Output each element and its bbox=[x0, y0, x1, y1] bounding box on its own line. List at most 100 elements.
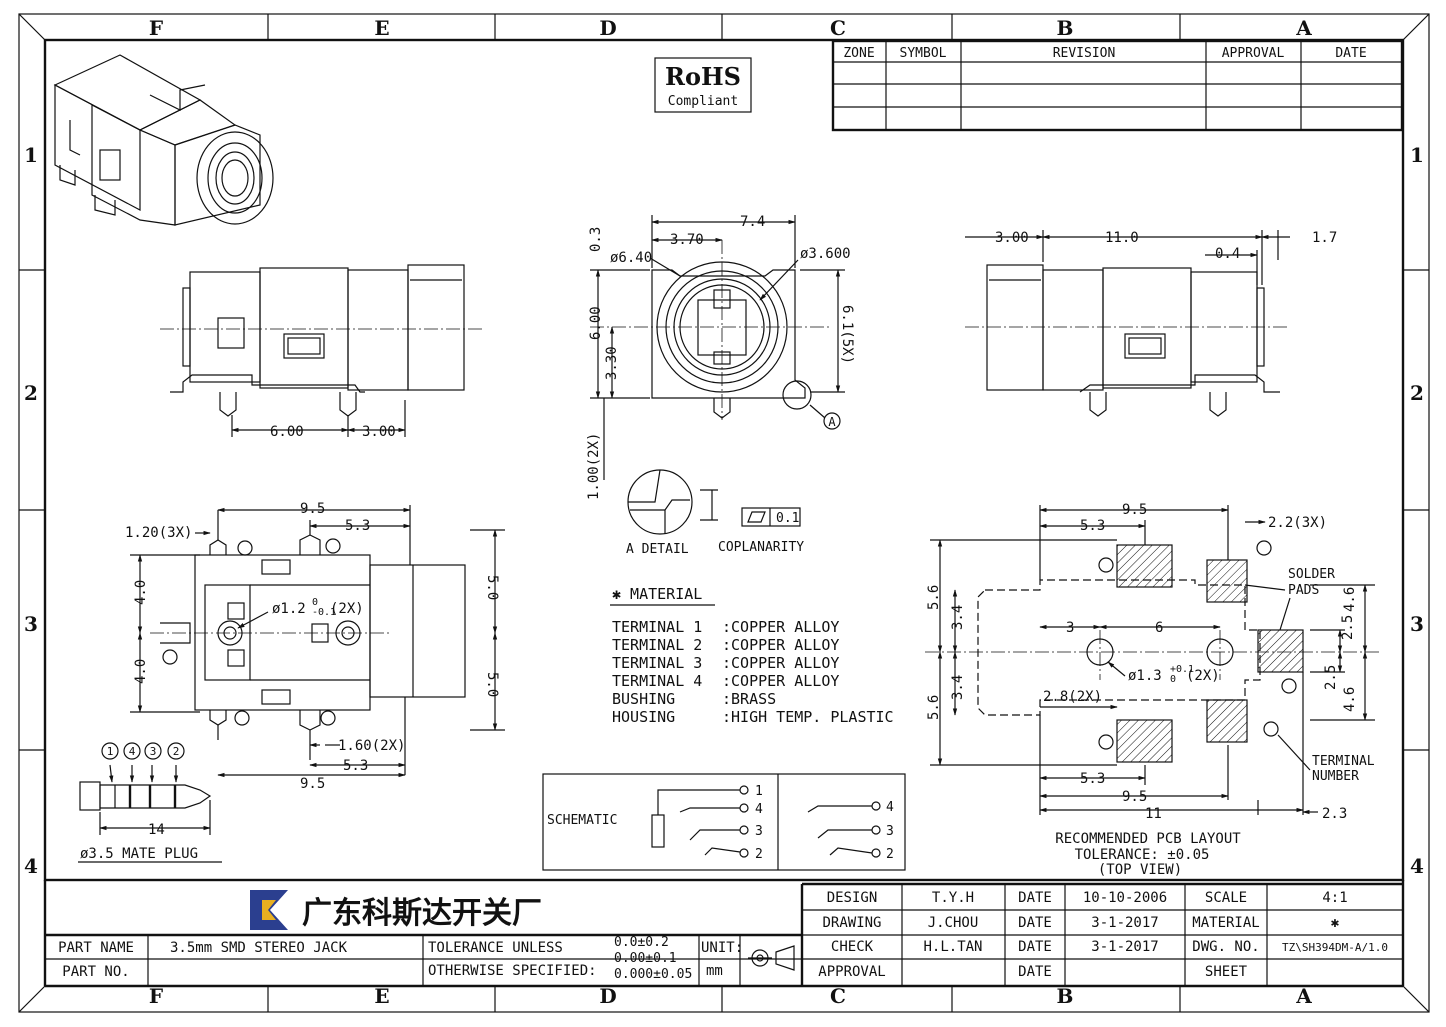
pcb-dim-hole: ø1.3 bbox=[1128, 668, 1162, 684]
dim-top-tol-dn: -0.1 bbox=[312, 607, 336, 618]
schematic2-pin-3: 3 bbox=[886, 824, 894, 839]
pcb-dim-2-3: 2.3 bbox=[1322, 806, 1347, 822]
pcb-tol-up: +0.1 bbox=[1170, 664, 1194, 675]
solder-label: SOLDER bbox=[1288, 567, 1335, 582]
end-view: A 7.4 3.70 ø6.40 ø3.600 6.00 3.30 0.3 6.… bbox=[586, 214, 855, 500]
rohs-badge: RoHS Compliant bbox=[654, 57, 752, 113]
rev-header-date: DATE bbox=[1335, 46, 1366, 61]
zone-row-2: 2 bbox=[24, 381, 38, 405]
dim-end-3-70: 3.70 bbox=[670, 232, 704, 248]
tb-design-label: DESIGN bbox=[827, 890, 878, 906]
plug-pin-2: 2 bbox=[173, 745, 180, 758]
coplanarity-label: COPLANARITY bbox=[718, 540, 804, 555]
dim-top-5-3: 5.3 bbox=[345, 518, 370, 534]
dim-top-5-3-b: 5.3 bbox=[343, 758, 368, 774]
pcb-dim-9-5: 9.5 bbox=[1122, 502, 1147, 518]
zone-row-4-right: 4 bbox=[1410, 854, 1424, 878]
zone-row-4: 4 bbox=[24, 854, 38, 878]
tolerance-line-2: OTHERWISE SPECIFIED: bbox=[428, 963, 597, 979]
material-value-2: :COPPER ALLOY bbox=[722, 636, 839, 654]
a-detail-label: A DETAIL bbox=[626, 542, 689, 557]
rohs-title: RoHS bbox=[665, 62, 741, 91]
pcb-caption-3: (TOP VIEW) bbox=[1098, 862, 1182, 878]
detail-mark-a: A bbox=[828, 415, 836, 429]
pcb-dim-3: 3 bbox=[1066, 620, 1074, 636]
part-no-label: PART NO. bbox=[62, 964, 129, 980]
pcb-caption-1: RECOMMENDED PCB LAYOUT bbox=[1055, 831, 1241, 847]
pcb-dim-4-6-b: 4.6 bbox=[1342, 687, 1358, 712]
material-item-2: TERMINAL 2 bbox=[612, 636, 702, 654]
dim-end-3-30: 3.30 bbox=[604, 346, 620, 380]
dim-top-1-60: 1.60(2X) bbox=[338, 738, 405, 754]
tb-drawing-label: DRAWING bbox=[822, 915, 881, 931]
zone-col-b: B bbox=[1057, 16, 1074, 40]
zone-col-b-bottom: B bbox=[1057, 984, 1074, 1008]
schematic-pin-1: 1 bbox=[755, 784, 763, 799]
dim-top-4-0-a: 4.0 bbox=[133, 580, 149, 605]
tb-design-date: 10-10-2006 bbox=[1083, 890, 1167, 906]
number-label: NUMBER bbox=[1312, 769, 1359, 784]
pcb-layout: 9.5 5.3 2.2(3X) 5.6 5.6 3.4 3.4 3 6 ø1.3… bbox=[925, 502, 1380, 878]
pcb-dim-6: 6 bbox=[1155, 620, 1163, 636]
tb-check-date: 3-1-2017 bbox=[1091, 939, 1158, 955]
dim-end-dia-6-40: ø6.40 bbox=[610, 250, 652, 266]
rev-header-zone: ZONE bbox=[843, 46, 874, 61]
tb-approval-label: APPROVAL bbox=[818, 964, 885, 980]
material-value-1: :COPPER ALLOY bbox=[722, 618, 839, 636]
dim-side-0-4: 0.4 bbox=[1215, 246, 1240, 262]
material-value-4: :COPPER ALLOY bbox=[722, 672, 839, 690]
dim-end-6-00: 6.00 bbox=[588, 306, 604, 340]
tb-check-label: CHECK bbox=[831, 939, 874, 955]
company-name: 广东科斯达开关厂 bbox=[302, 896, 542, 931]
unit-value: mm bbox=[706, 963, 723, 979]
dim-side-11-0: 11.0 bbox=[1105, 230, 1139, 246]
dim-plug-14: 14 bbox=[148, 822, 165, 838]
pcb-dim-11: 11 bbox=[1145, 806, 1162, 822]
dim-end-1-00: 1.00(2X) bbox=[586, 433, 602, 500]
tb-design-name: T.Y.H bbox=[932, 890, 974, 906]
tolerance-value-2: 0.00±0.1 bbox=[614, 951, 677, 966]
pcb-hole-count: (2X) bbox=[1186, 668, 1220, 684]
pcb-dim-5-3: 5.3 bbox=[1080, 518, 1105, 534]
plug-caption: ø3.5 MATE PLUG bbox=[80, 846, 198, 862]
tolerance-line-1: TOLERANCE UNLESS bbox=[428, 940, 563, 956]
title-block: 广东科斯达开关厂 PART NAME 3.5mm SMD STEREO JACK… bbox=[45, 882, 1403, 986]
dim-top-1-20: 1.20(3X) bbox=[125, 525, 192, 541]
mate-plug: 1 4 3 2 14 ø3.5 MATE PLUG bbox=[78, 742, 222, 863]
material-item-1: TERMINAL 1 bbox=[612, 618, 702, 636]
dim-top-5-0-b: 5.0 bbox=[484, 672, 500, 697]
dim-top-9-5: 9.5 bbox=[300, 501, 325, 517]
unit-label: UNIT: bbox=[701, 940, 743, 956]
part-name-value: 3.5mm SMD STEREO JACK bbox=[170, 940, 348, 956]
dim-side-3-00: 3.00 bbox=[995, 230, 1029, 246]
tb-dwg-no-label: DWG. NO. bbox=[1192, 939, 1259, 955]
isometric-view bbox=[53, 54, 274, 226]
side-view: 3.00 11.0 0.4 1.7 bbox=[965, 230, 1337, 417]
material-value-3: :COPPER ALLOY bbox=[722, 654, 839, 672]
dim-top-hole-count: (2X) bbox=[330, 601, 364, 617]
pcb-tol-dn: 0 bbox=[1170, 674, 1176, 685]
a-detail: A DETAIL 0.1 COPLANARITY bbox=[626, 469, 804, 557]
zone-col-f: F bbox=[149, 16, 163, 40]
sheet-border: F E D C B A F E D C B A 1 2 3 4 1 2 3 4 bbox=[18, 13, 1430, 1013]
tb-scale-label: SCALE bbox=[1205, 890, 1247, 906]
tb-check-name: H.L.TAN bbox=[923, 939, 982, 955]
dim-front-6: 6.00 bbox=[270, 424, 304, 440]
pcb-dim-5-6-a: 5.6 bbox=[926, 585, 942, 610]
rohs-compliant: Compliant bbox=[668, 94, 738, 109]
tb-design-date-label: DATE bbox=[1018, 890, 1052, 906]
schematic-pin-3: 3 bbox=[755, 824, 763, 839]
pcb-dim-5-3-b: 5.3 bbox=[1080, 771, 1105, 787]
tb-dwg-no-value: TZ\SH394DM-A/1.0 bbox=[1282, 941, 1388, 954]
dim-top-5-0-a: 5.0 bbox=[484, 575, 500, 600]
dim-end-6-1: 6.1(5X) bbox=[839, 305, 855, 364]
zone-col-a-bottom: A bbox=[1295, 984, 1312, 1008]
material-item-4: TERMINAL 4 bbox=[612, 672, 702, 690]
tolerance-value-1: 0.0±0.2 bbox=[614, 935, 669, 950]
coplanarity-tolerance: 0.1 bbox=[776, 511, 799, 526]
tb-material-value: ✱ bbox=[1331, 915, 1340, 931]
zone-col-d: D bbox=[599, 16, 616, 40]
dim-end-7-4: 7.4 bbox=[740, 214, 765, 230]
top-view: 9.5 5.3 1.20(3X) 4.0 4.0 5.0 5.0 ø1.2 0 … bbox=[125, 501, 505, 792]
material-list: ✱ MATERIAL TERMINAL 1 :COPPER ALLOY TERM… bbox=[610, 585, 894, 726]
